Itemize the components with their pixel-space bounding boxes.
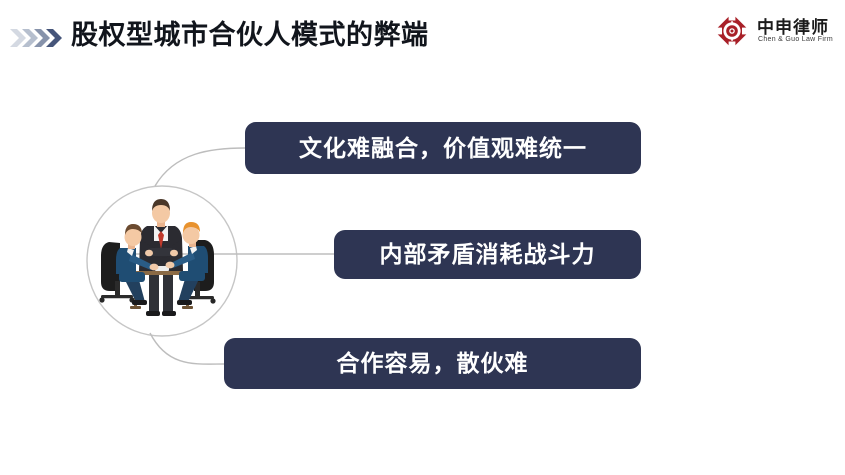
three-businessmen-meeting-illustration	[87, 186, 237, 336]
logo-name-cn: 中申律师	[757, 18, 829, 37]
diagram-area: 文化难融合，价值观难统一 内部矛盾消耗战斗力 合作容易，散伙难	[0, 68, 845, 475]
logo-name-en: Chen & Guo Law Firm	[758, 36, 833, 43]
seated-businessman-right	[165, 222, 208, 305]
diagram-node-2[interactable]: 内部矛盾消耗战斗力	[334, 230, 641, 279]
illustration-circle-outline	[86, 185, 238, 337]
connector-to-node-3	[149, 332, 225, 365]
chair-left	[99, 242, 135, 303]
diagram-node-1-label: 文化难融合，价值观难统一	[299, 134, 587, 161]
double-chevron-right-icon	[10, 27, 68, 49]
seated-businessman-left	[116, 224, 159, 305]
diagram-node-3-label: 合作容易，散伙难	[336, 350, 529, 376]
brand-logo: 中申律师 Chen & Guo Law Firm	[713, 11, 837, 51]
diagram-node-3[interactable]: 合作容易，散伙难	[224, 338, 641, 389]
standing-businessman	[139, 199, 183, 316]
diagram-node-2-label: 内部矛盾消耗战斗力	[379, 241, 596, 267]
chen-guo-diamond-emblem-icon	[713, 12, 751, 50]
page-title: 股权型城市合伙人模式的弊端	[71, 20, 429, 50]
diagram-node-1[interactable]: 文化难融合，价值观难统一	[245, 122, 641, 174]
connector-to-node-1	[154, 147, 246, 187]
slide-header: 股权型城市合伙人模式的弊端	[0, 0, 845, 68]
